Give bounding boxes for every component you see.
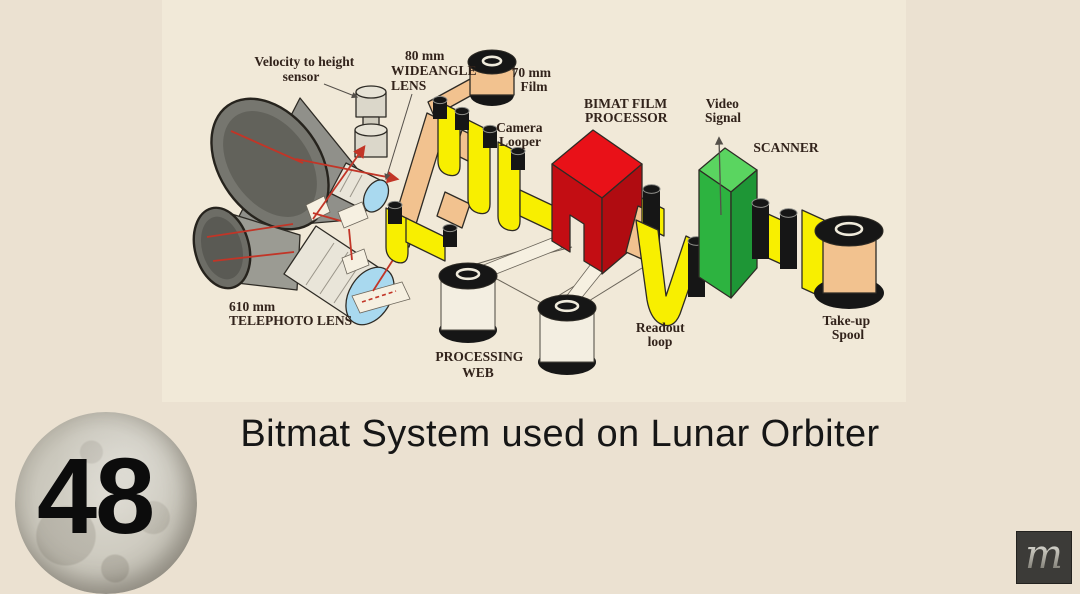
film-roller xyxy=(387,200,403,225)
film-roller xyxy=(751,198,770,260)
film-roller xyxy=(482,124,498,149)
moon-image: 48 xyxy=(15,412,197,594)
wideangle-lens-barrel xyxy=(329,162,390,213)
film-roller xyxy=(432,95,448,120)
slide-caption: Bitmat System used on Lunar Orbiter xyxy=(240,413,880,455)
label-processing-web: PROCESSING WEB xyxy=(435,349,526,380)
camera-looper-film xyxy=(385,77,557,264)
film-roller xyxy=(779,208,798,270)
label-leader-lines xyxy=(323,83,413,181)
processing-web-spool xyxy=(438,262,498,343)
label-telephoto-lens: 610 mm TELEPHOTO LENS xyxy=(229,299,352,328)
film-roller xyxy=(454,106,470,131)
label-readout-loop: Readout loop xyxy=(636,320,688,349)
label-scanner: SCANNER xyxy=(753,140,819,155)
film-roller xyxy=(442,223,458,248)
logo-badge: m xyxy=(1016,531,1072,584)
label-camera-looper: Camera Looper xyxy=(496,120,546,149)
film-roller xyxy=(510,146,526,171)
slide-number: 48 xyxy=(37,435,155,556)
label-video-signal: Video Signal xyxy=(705,96,742,125)
takeup-spool xyxy=(814,215,884,309)
mirror xyxy=(337,201,369,229)
processing-web-spool xyxy=(537,294,597,375)
velocity-height-sensor xyxy=(354,85,388,158)
label-70mm-film: 70 mm Film xyxy=(512,65,555,94)
supply-spool-70mm xyxy=(467,49,517,106)
label-takeup-spool: Take-up Spool xyxy=(823,313,874,342)
label-velocity-sensor: Velocity to height sensor xyxy=(254,54,357,84)
readout-loop-film xyxy=(625,184,706,327)
wideangle-lens-glass xyxy=(362,179,390,213)
label-wideangle-lens: 80 mm WIDEANGLE LENS xyxy=(391,48,480,93)
mirror xyxy=(341,248,370,275)
label-bimat-processor: BIMAT FILM PROCESSOR xyxy=(584,96,671,125)
logo-letter: m xyxy=(1025,531,1063,578)
scanner-box xyxy=(698,147,758,299)
video-signal-arrow xyxy=(714,136,724,216)
mirror xyxy=(351,281,411,314)
bimat-processor-box xyxy=(551,129,643,275)
